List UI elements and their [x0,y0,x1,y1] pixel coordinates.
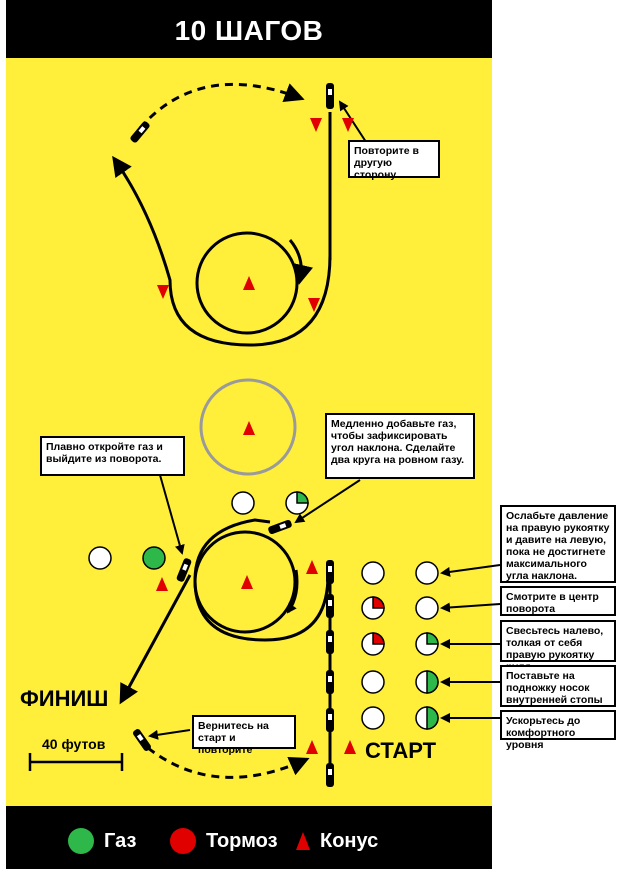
cone-icon [306,560,318,574]
note-step-look: Смотрите в центр поворота [500,586,616,616]
note-step-lean: Свесьтесь налево, толкая от себя правую … [500,620,616,673]
note-step-foot: Поставьте на подножку носок внутренней с… [500,665,616,707]
cone-icon [308,298,320,312]
motorcycle-icon [326,594,334,618]
cone-icon [342,118,354,132]
note-pointer [338,100,369,146]
motorcycle-icon [176,558,192,582]
bottom-entry-path [193,518,330,642]
brake-dot-icon [170,828,196,854]
note-return-start: Вернитесь на старт и повторите [192,715,296,756]
cone-icon [157,285,169,299]
note-step-release: Ослабьте давление на правую рукоятку и д… [500,505,616,583]
note-step-accelerate: Ускорьтесь до комфортного уровня [500,710,616,751]
legend-cone-label: Конус [320,829,379,852]
note-pointer [440,564,501,577]
indicator-dot [415,561,439,585]
indicator-dot [361,706,385,730]
indicator-dot [88,546,112,570]
header-bar: 10 ШАГОВ [6,0,492,58]
cone-markers [156,118,356,754]
top-dashed-arc [138,82,305,129]
motorcycle-icon [326,560,334,584]
scale-bar [28,753,124,771]
cone-icon [241,575,253,589]
indicator-dot [372,632,385,645]
indicator-dot [426,706,439,730]
top-circle-arrow [288,239,314,285]
middle-gray-circle [199,378,297,476]
motorcycle-icon [326,763,334,787]
legend-gas: Газ [68,826,136,856]
page-title: 10 ШАГОВ [174,15,324,46]
cone-icon [306,740,318,754]
indicator-dot [296,491,309,504]
note-pointer [148,729,191,740]
motorcycle-icon [130,121,150,143]
cone-icon [310,118,322,132]
note-repeat-other-side: Повторите в другую сторону [348,140,440,181]
legend-brake-label: Тормоз [206,829,278,852]
motorcycle-icon [326,83,334,109]
legend-bar: Газ Тормоз Конус [6,806,492,869]
scale-label: 40 футов [42,736,106,752]
indicator-dot [361,561,385,585]
note-pointer [159,474,185,555]
indicator-dot [426,632,439,645]
indicator-dots [88,491,439,730]
finish-label: ФИНИШ [20,686,109,711]
motorcycle-icon [326,708,334,732]
legend-cone: Конус [296,826,378,856]
indicator-dot [426,670,439,694]
indicator-dot [415,596,439,620]
bottom-circle-arrow [286,569,299,614]
motorcycle-icon [326,670,334,694]
motorcycle-icon [133,729,151,751]
bottom-dashed-arc [147,746,310,779]
side-note-pointers [440,564,501,723]
start-label: СТАРТ [365,738,437,763]
note-add-throttle: Медленно добавьте газ, чтобы зафиксирова… [325,413,475,479]
cone-icon [243,276,255,290]
cone-icon [243,421,255,435]
note-pointer [294,479,361,524]
indicator-dot [361,670,385,694]
legend-gas-label: Газ [104,829,137,852]
gas-dot-icon [68,828,94,854]
note-open-throttle: Плавно откройте газ и выйдите из поворот… [40,436,185,476]
indicator-dot [142,546,166,570]
legend-brake: Тормоз [170,826,278,856]
cone-icon [344,740,356,754]
indicator-dot [231,491,255,515]
indicator-dot [372,596,385,609]
cone-icon [156,577,168,591]
cone-icon [296,832,310,850]
note-pointer [440,602,501,613]
motorcycle-icon [268,519,292,535]
top-loop-path [112,155,332,347]
motorcycle-icon [326,630,334,654]
exit-arrow [119,574,192,705]
